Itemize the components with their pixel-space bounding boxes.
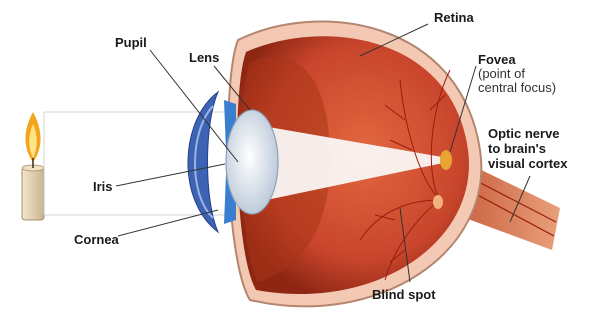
label-optic-nerve: Optic nerve to brain's visual cortex <box>488 126 568 171</box>
label-lens: Lens <box>189 50 219 65</box>
label-fovea: Fovea (point of central focus) <box>478 52 556 95</box>
label-cornea: Cornea <box>74 232 119 247</box>
fovea-spot <box>440 150 452 170</box>
fovea-title: Fovea <box>478 52 556 67</box>
lens <box>226 110 278 214</box>
optic-line-1: Optic nerve <box>488 126 568 141</box>
optic-line-2: to brain's <box>488 141 568 156</box>
blind-spot-disc <box>433 195 443 209</box>
label-retina: Retina <box>434 10 474 25</box>
fovea-note-line-2: central focus) <box>478 81 556 95</box>
label-pupil: Pupil <box>115 35 147 50</box>
candle <box>22 112 44 220</box>
optic-line-3: visual cortex <box>488 156 568 171</box>
fovea-note-line-1: (point of <box>478 67 556 81</box>
label-blind-spot: Blind spot <box>372 287 436 302</box>
label-iris: Iris <box>93 179 113 194</box>
